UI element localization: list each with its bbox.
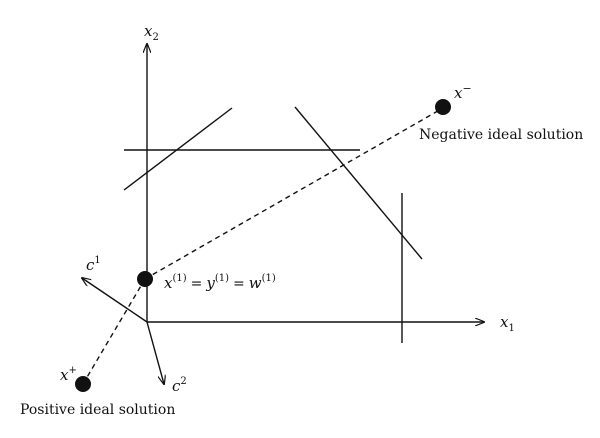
c2-label: c2 bbox=[172, 376, 187, 395]
intersection-equation-label: x(1)=y(1)=w(1) bbox=[164, 273, 276, 292]
x2-axis-label: x2 bbox=[144, 22, 159, 43]
positive-ideal-annotation: Positive ideal solution bbox=[20, 402, 175, 418]
positive-ideal-point bbox=[75, 376, 91, 392]
dashed-line-to-positive bbox=[82, 278, 146, 385]
constraint-line-rising bbox=[123, 107, 233, 191]
negative-ideal-point bbox=[435, 99, 451, 115]
c2-vector bbox=[146, 321, 164, 384]
x-plus-label: x+ bbox=[60, 365, 77, 384]
dashed-line-to-negative bbox=[144, 107, 444, 280]
c1-vector bbox=[82, 278, 148, 323]
c1-label: c1 bbox=[86, 255, 101, 274]
x1-axis-label: x1 bbox=[500, 313, 515, 334]
x-minus-label: x− bbox=[454, 82, 472, 102]
negative-ideal-annotation: Negative ideal solution bbox=[419, 127, 583, 143]
intersection-point bbox=[137, 271, 153, 287]
constraint-line-falling bbox=[294, 106, 423, 260]
